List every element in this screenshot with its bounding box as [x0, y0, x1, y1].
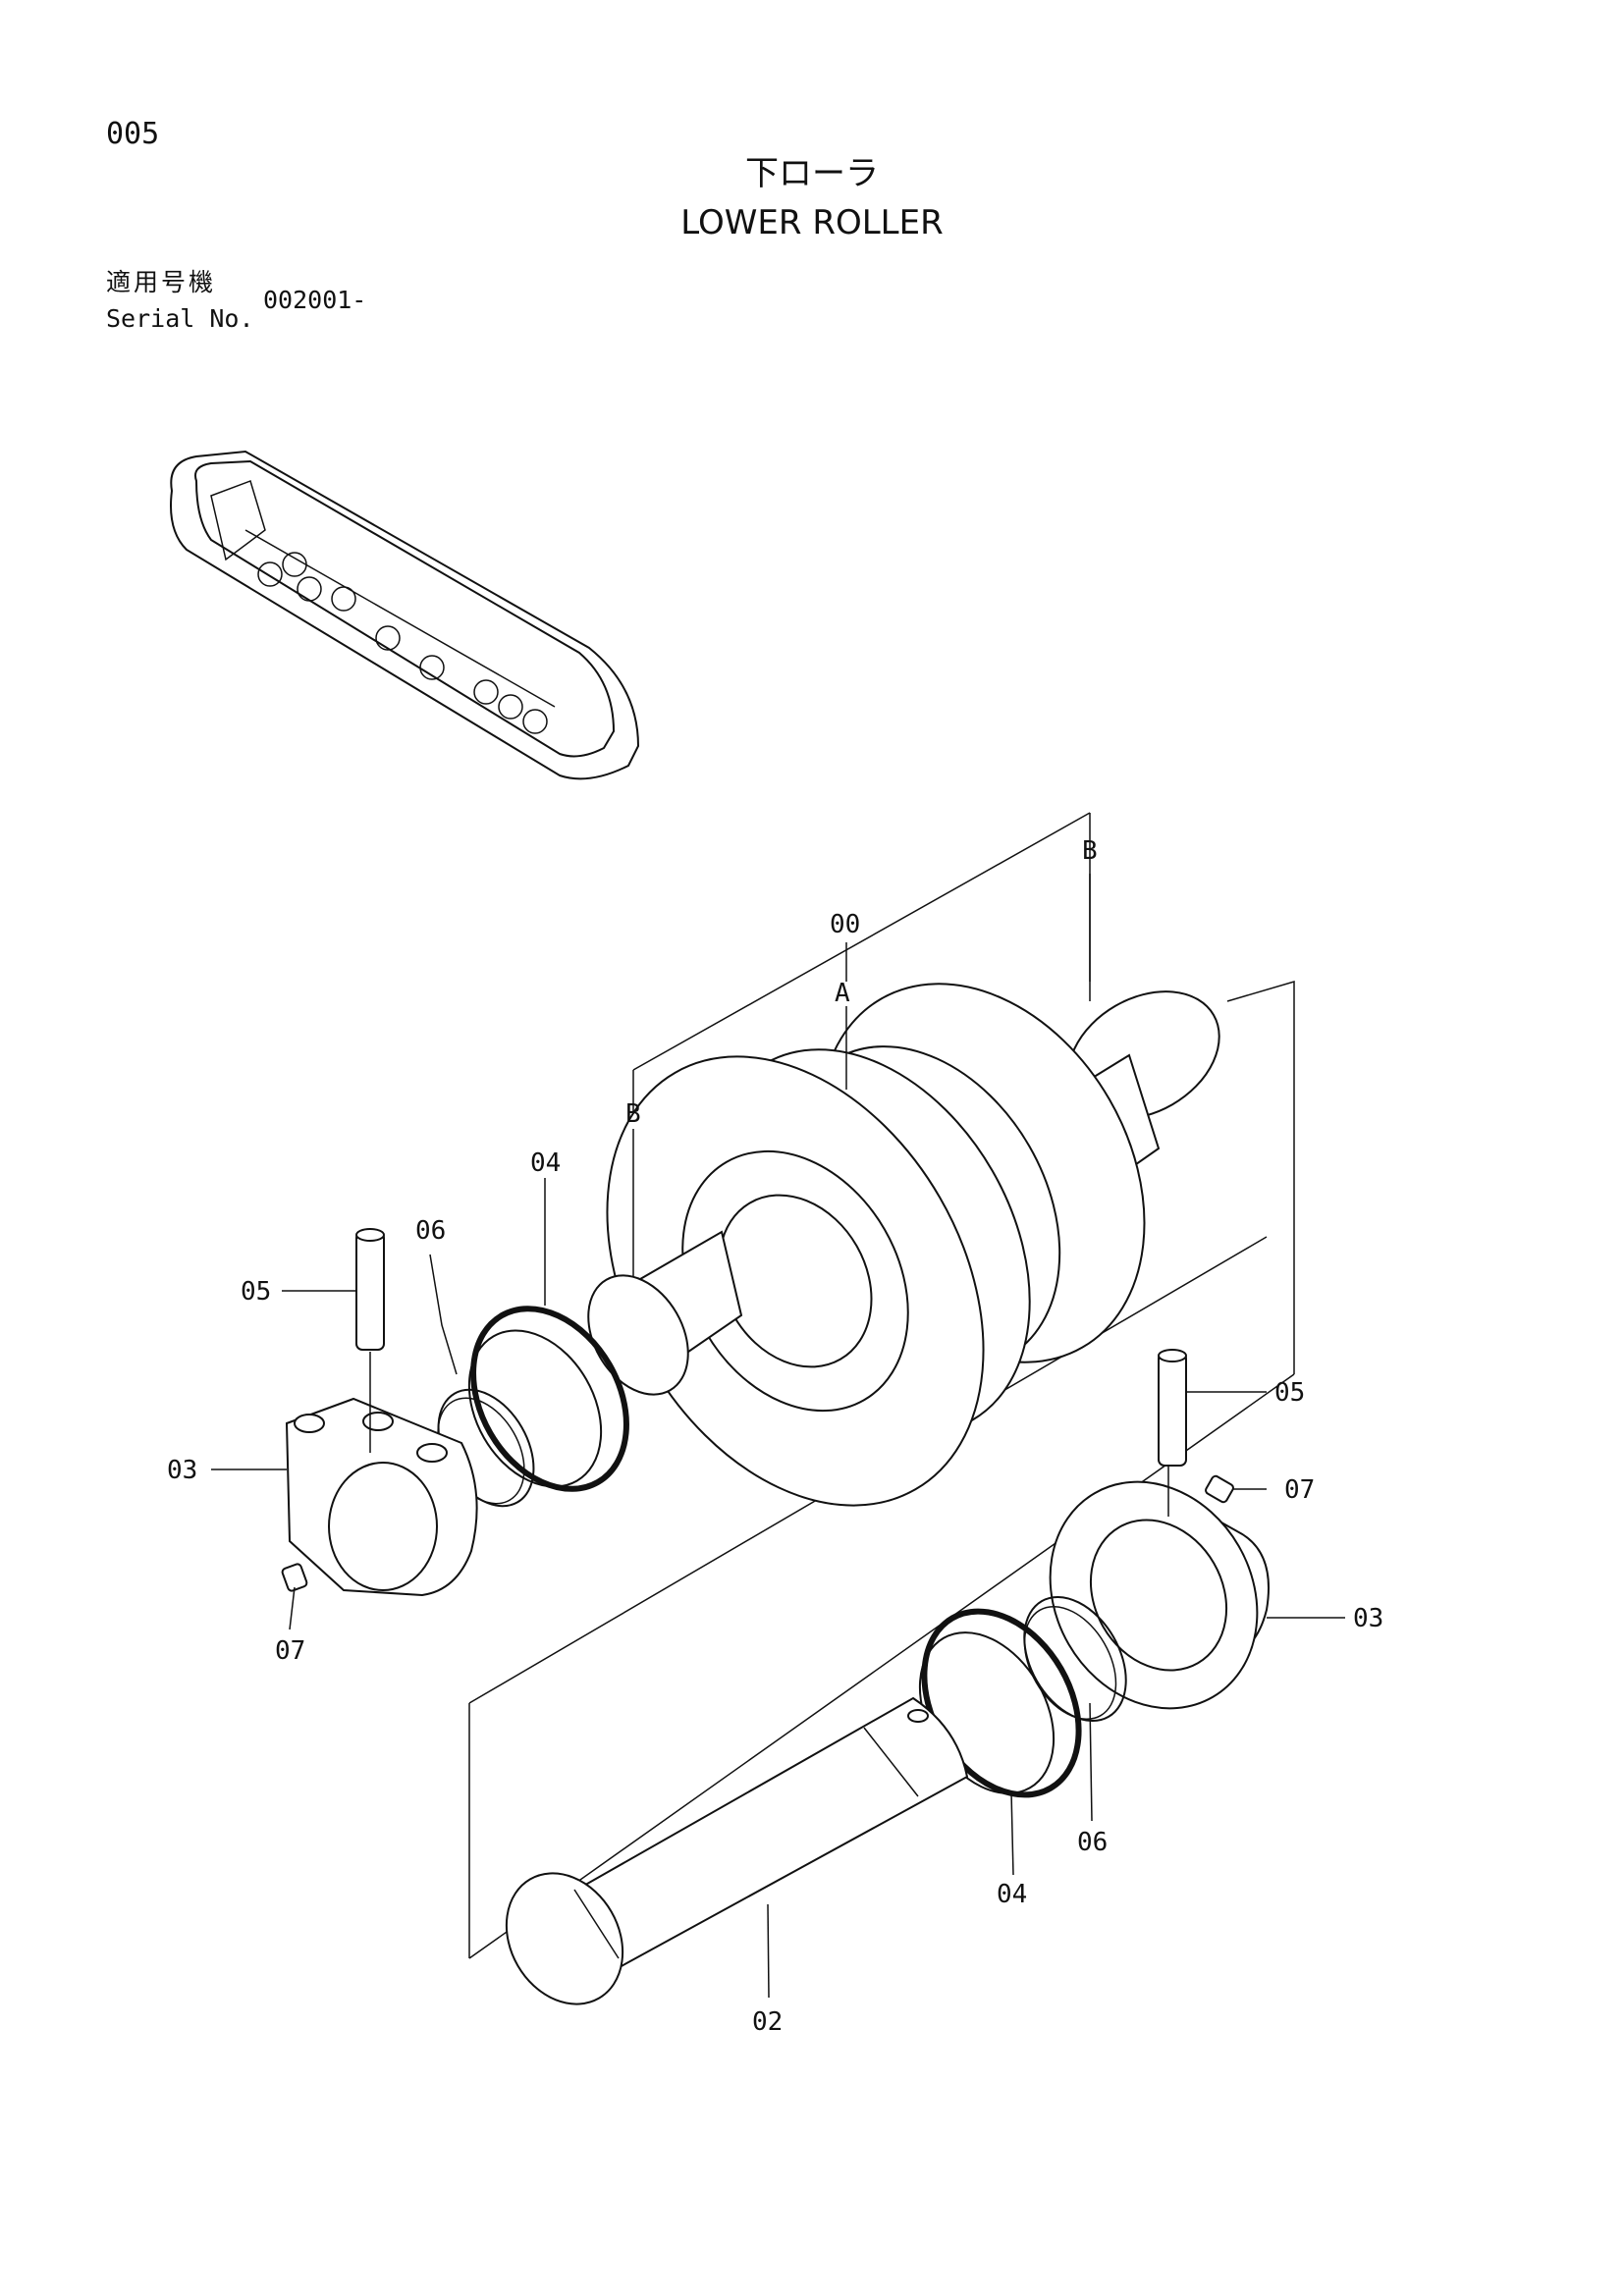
callout-collar-left: 03	[167, 1456, 197, 1485]
callout-plug-right: 07	[1284, 1475, 1315, 1505]
collar-left	[285, 1397, 478, 1597]
callout-labels: 00 A B B 04 06 05 03 07 05 07 03 06 04 0…	[167, 836, 1383, 2037]
callout-shaft: 02	[752, 2007, 783, 2037]
callout-pin-left: 05	[241, 1277, 271, 1307]
floating-seal-left	[467, 1306, 629, 1492]
callout-oring-right: 06	[1077, 1828, 1108, 1857]
pin-right	[1158, 1349, 1187, 1467]
callout-assy: 00	[830, 910, 860, 939]
callout-seal-right: 04	[997, 1880, 1027, 1909]
callout-plug-left: 07	[275, 1636, 305, 1666]
pin-left	[355, 1228, 385, 1351]
serial-number-value: 002001-	[263, 286, 367, 314]
callout-section-a: A	[835, 979, 850, 1008]
shaft	[505, 1696, 969, 2005]
serial-label-japanese: 適用号機	[106, 268, 217, 296]
plug-right	[1205, 1474, 1234, 1504]
callout-oring-left: 06	[415, 1216, 446, 1246]
serial-label-english: Serial No.	[106, 304, 254, 333]
page-title-english: LOWER ROLLER	[680, 203, 944, 242]
collar-right	[1049, 1480, 1270, 1710]
page-number: 005	[106, 117, 160, 151]
callout-seal-left: 04	[530, 1148, 561, 1178]
callout-section-b-top: B	[1082, 836, 1098, 866]
plug-left	[281, 1563, 308, 1592]
page-title-japanese: 下ローラ	[745, 154, 879, 193]
leader-lines	[211, 874, 1345, 1999]
callout-collar-right: 03	[1353, 1604, 1383, 1633]
callout-pin-right: 05	[1274, 1378, 1305, 1408]
track-frame-overview	[170, 450, 640, 780]
callout-section-b-left: B	[625, 1099, 641, 1129]
roller-body	[587, 983, 1220, 1507]
